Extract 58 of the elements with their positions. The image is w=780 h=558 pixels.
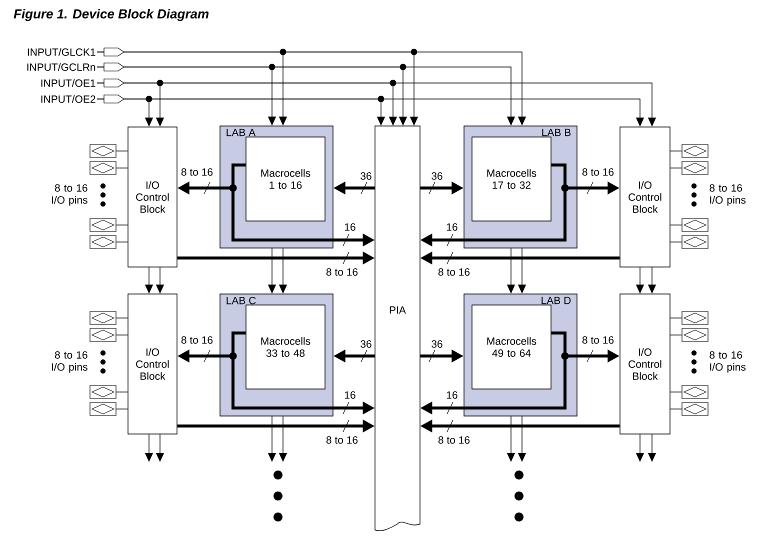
- io-pin-symbol: [90, 144, 116, 158]
- edge-label: 16: [344, 223, 356, 231]
- figure-title: Figure 1. Device Block Diagram: [14, 8, 209, 22]
- connector-line: [116, 408, 128, 410]
- io-control-block: I/O Control Block: [620, 126, 670, 268]
- edge-label: 16: [344, 391, 356, 399]
- pin-count-label: 8 to 16 I/O pins: [52, 184, 88, 206]
- edge-label: 36: [360, 340, 372, 348]
- edge-label: 8 to 16: [181, 168, 213, 176]
- connector-line: [670, 334, 682, 336]
- input-label: INPUT/OE2: [41, 95, 96, 103]
- pin-count-label: 8 to 16 I/O pins: [52, 351, 88, 373]
- connector-line: [670, 408, 682, 410]
- io-pin-symbol: [682, 385, 708, 399]
- pia-block: PIA: [374, 126, 420, 532]
- pin-count-label: 8 to 16 I/O pins: [710, 351, 746, 373]
- io-control-block: I/O Control Block: [128, 126, 178, 268]
- edge-label: 8 to 16: [438, 268, 470, 276]
- edge-label: 16: [446, 391, 458, 399]
- edge-label: 8 to 16: [326, 268, 358, 276]
- edge-label: 8 to 16: [582, 336, 614, 344]
- macrocell-block: Macrocells 33 to 48: [246, 304, 326, 390]
- connector-line: [116, 334, 128, 336]
- io-pin-symbol: [90, 402, 116, 416]
- macrocell-block: Macrocells 1 to 16: [246, 136, 326, 222]
- io-control-block: I/O Control Block: [128, 294, 178, 434]
- input-label: INPUT/GCLRn: [27, 63, 96, 71]
- connector-line: [116, 224, 128, 226]
- edge-label: 16: [446, 223, 458, 231]
- io-pin-symbol: [90, 385, 116, 399]
- edge-label: 36: [360, 172, 372, 180]
- edge-label: 8 to 16: [582, 168, 614, 176]
- pin-count-label: 8 to 16 I/O pins: [710, 184, 746, 206]
- edge-label: 36: [432, 340, 442, 348]
- macrocell-block: Macrocells 17 to 32: [472, 136, 552, 222]
- io-pin-symbol: [682, 218, 708, 232]
- connector-line: [670, 150, 682, 152]
- io-pin-symbol: [682, 235, 708, 249]
- input-label: INPUT/GLCK1: [28, 48, 96, 56]
- io-pin-symbol: [90, 218, 116, 232]
- io-pin-symbol: [682, 161, 708, 175]
- input-label: INPUT/OE1: [41, 79, 96, 87]
- io-pin-symbol: [90, 235, 116, 249]
- connector-line: [116, 150, 128, 152]
- edge-label: 8 to 16: [326, 436, 358, 444]
- connector-line: [670, 224, 682, 226]
- edge-label: 36: [432, 172, 442, 180]
- io-pin-symbol: [90, 161, 116, 175]
- io-pin-symbol: [90, 311, 116, 325]
- edge-label: 8 to 16: [438, 436, 470, 444]
- io-pin-symbol: [90, 328, 116, 342]
- edge-label: 8 to 16: [181, 336, 213, 344]
- io-pin-symbol: [682, 311, 708, 325]
- io-pin-symbol: [682, 402, 708, 416]
- io-pin-symbol: [682, 144, 708, 158]
- io-pin-symbol: [682, 328, 708, 342]
- macrocell-block: Macrocells 49 to 64: [472, 304, 552, 390]
- io-control-block: I/O Control Block: [620, 294, 670, 434]
